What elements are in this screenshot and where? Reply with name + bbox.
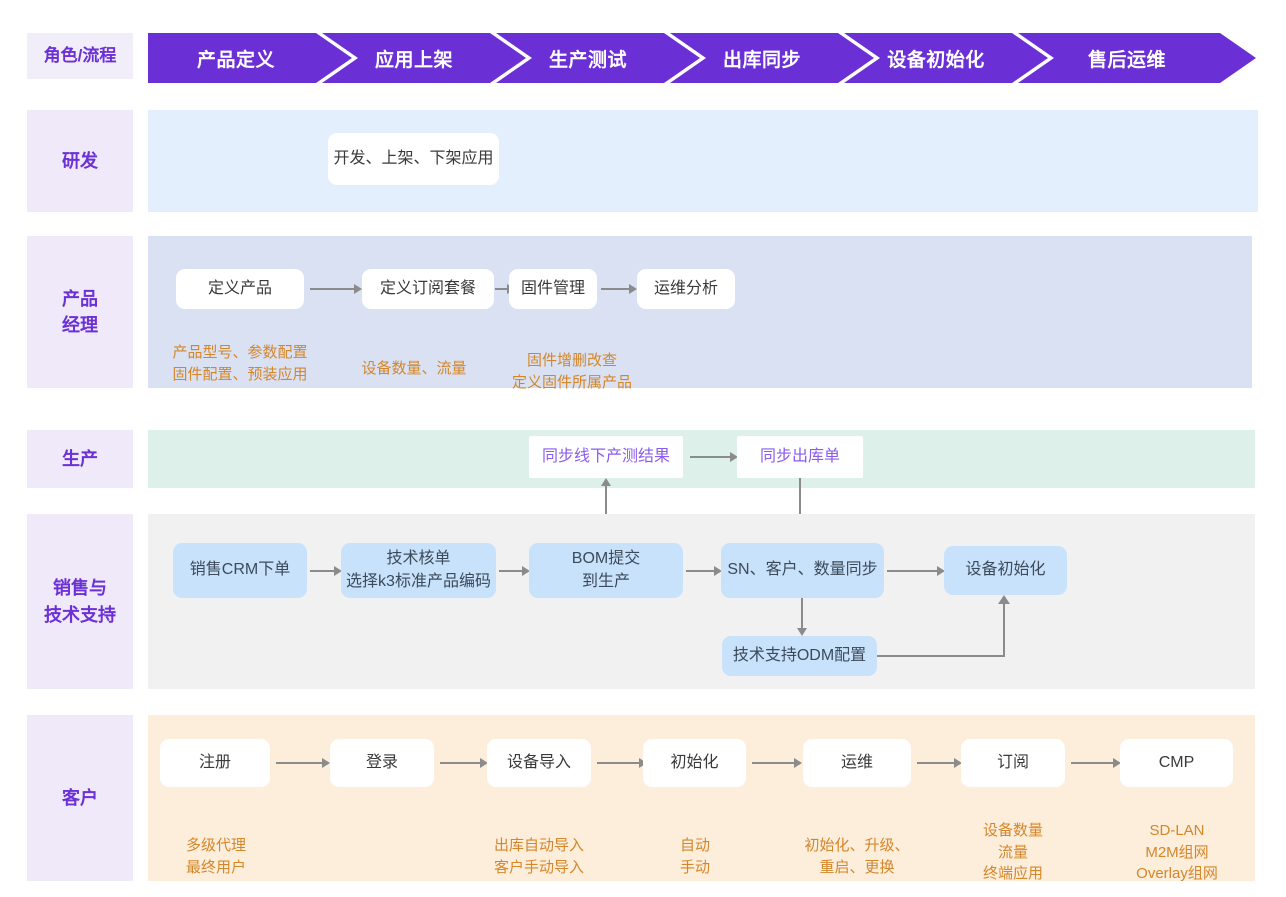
node-prod-sync-offline-test-result[interactable]: 同步线下产测结果 [529, 436, 683, 478]
stage-label-5: 售后运维 [1087, 49, 1166, 71]
note-pm-device-count-traffic: 设备数量、流量 [340, 336, 488, 380]
node-pm-ops-analysis[interactable]: 运维分析 [637, 269, 735, 309]
node-cust-5-text: 运维 [840, 753, 873, 771]
node-pm-2-text: 定义订阅套餐 [379, 279, 476, 297]
lane-label-rd: 研发 [27, 110, 133, 212]
node-sales-2-text: 技术核单 选择k3标准产品编码 [346, 550, 491, 590]
node-sales-crm-order[interactable]: 销售CRM下单 [173, 543, 307, 598]
node-sales-6-text: 技术支持ODM配置 [732, 646, 867, 664]
node-cust-4-text: 初始化 [670, 753, 719, 771]
node-sales-bom-to-production[interactable]: BOM提交 到生产 [529, 543, 683, 598]
node-prod-sync-outbound-order[interactable]: 同步出库单 [737, 436, 863, 478]
stage-chevron-production-test[interactable]: 生产测试 [496, 33, 700, 83]
note-cust-register: 多级代理 最终用户 [160, 813, 272, 878]
lane-label-sales-text: 销售与 技术支持 [44, 578, 116, 625]
node-sales-sn-customer-qty-sync[interactable]: SN、客户、数量同步 [721, 543, 884, 598]
arrow-odm-config-to-device-init [877, 595, 1011, 657]
stage-label-1: 应用上架 [374, 49, 453, 71]
node-sales-device-init[interactable]: 设备初始化 [944, 546, 1067, 595]
lane-label-sales: 销售与 技术支持 [27, 514, 133, 689]
node-cust-device-import[interactable]: 设备导入 [487, 739, 591, 787]
node-cust-subscription[interactable]: 订阅 [961, 739, 1065, 787]
stage-label-2: 生产测试 [548, 49, 627, 71]
node-rd-develop-list-unlist-app[interactable]: 开发、上架、下架应用 [328, 133, 499, 185]
lane-label-prod: 生产 [27, 430, 133, 488]
node-sales-4-text: SN、客户、数量同步 [727, 561, 878, 579]
note-cust-5-text: 初始化、升级、 重启、更换 [804, 836, 910, 876]
node-sales-1-text: 销售CRM下单 [189, 561, 291, 579]
node-cust-login[interactable]: 登录 [330, 739, 434, 787]
node-cust-register[interactable]: 注册 [160, 739, 270, 787]
note-cust-3-text: 出库自动导入 客户手动导入 [493, 836, 584, 876]
stage-label-4: 设备初始化 [887, 49, 985, 71]
node-prod-1-text: 同步线下产测结果 [541, 447, 670, 465]
note-cust-1-text: 多级代理 最终用户 [185, 836, 246, 876]
stage-chevron-app-listing[interactable]: 应用上架 [322, 33, 526, 83]
node-cust-2-text: 登录 [365, 753, 398, 771]
lane-label-cust-text: 客户 [62, 787, 98, 808]
node-pm-define-product[interactable]: 定义产品 [176, 269, 304, 309]
lane-body-pm [148, 236, 1252, 388]
note-pm-firmware-crud: 固件增删改查 定义固件所属产品 [488, 328, 656, 393]
lane-body-sales [148, 514, 1255, 689]
node-sales-odm-config[interactable]: 技术支持ODM配置 [722, 636, 877, 676]
node-pm-3-text: 固件管理 [520, 279, 585, 297]
node-cust-6-text: 订阅 [996, 753, 1029, 771]
node-pm-firmware-management[interactable]: 固件管理 [509, 269, 597, 309]
note-pm-2-text: 设备数量、流量 [361, 359, 467, 377]
lane-body-rd [148, 110, 1258, 212]
note-cust-7-text: SD-LAN M2M组网 Overlay组网 [1136, 821, 1218, 883]
lane-label-rd-text: 研发 [62, 150, 98, 171]
note-cust-subscription: 设备数量 流量 终端应用 [957, 798, 1069, 885]
node-cust-7-text: CMP [1158, 753, 1195, 771]
note-pm-product-config: 产品型号、参数配置 固件配置、预装应用 [158, 320, 322, 385]
node-pm-1-text: 定义产品 [207, 279, 272, 297]
stage-label-3: 出库同步 [722, 49, 801, 71]
node-sales-5-text: 设备初始化 [965, 561, 1046, 579]
stage-chevron-device-init[interactable]: 设备初始化 [844, 33, 1048, 83]
note-cust-cmp: SD-LAN M2M组网 Overlay组网 [1113, 798, 1241, 885]
node-sales-3-text: BOM提交 到生产 [571, 550, 641, 590]
note-cust-initialize: 自动 手动 [644, 813, 746, 878]
note-cust-6-text: 设备数量 流量 终端应用 [982, 821, 1043, 883]
node-cust-3-text: 设备导入 [506, 753, 571, 771]
stage-chevron-product-definition[interactable]: 产品定义 [148, 33, 352, 83]
node-rd-1-text: 开发、上架、下架应用 [333, 149, 494, 167]
node-prod-2-text: 同步出库单 [759, 447, 840, 465]
lane-label-prod-text: 生产 [62, 448, 98, 469]
node-pm-4-text: 运维分析 [653, 279, 718, 297]
node-cust-operations[interactable]: 运维 [803, 739, 911, 787]
stage-chevron-outbound-sync[interactable]: 出库同步 [670, 33, 874, 83]
lane-label-cust: 客户 [27, 715, 133, 881]
node-cust-initialize[interactable]: 初始化 [643, 739, 746, 787]
node-sales-tech-review[interactable]: 技术核单 选择k3标准产品编码 [341, 543, 496, 598]
stage-label-0: 产品定义 [196, 49, 275, 71]
note-pm-3-text: 固件增删改查 定义固件所属产品 [511, 351, 632, 391]
header-role-process-text: 角色/流程 [43, 45, 117, 65]
note-cust-4-text: 自动 手动 [679, 836, 710, 876]
header-role-process-label: 角色/流程 [27, 33, 133, 79]
node-cust-cmp[interactable]: CMP [1120, 739, 1233, 787]
node-pm-define-subscription-plan[interactable]: 定义订阅套餐 [362, 269, 494, 309]
note-pm-1-text: 产品型号、参数配置 固件配置、预装应用 [172, 343, 308, 383]
node-cust-1-text: 注册 [198, 753, 231, 771]
stage-chevron-after-sales[interactable]: 售后运维 [1018, 33, 1256, 83]
lane-label-pm: 产品 经理 [27, 236, 133, 388]
lane-label-pm-text: 产品 经理 [62, 288, 98, 335]
note-cust-operations: 初始化、升级、 重启、更换 [794, 813, 920, 878]
note-cust-device-import: 出库自动导入 客户手动导入 [477, 813, 601, 878]
lane-body-prod [148, 430, 1255, 488]
